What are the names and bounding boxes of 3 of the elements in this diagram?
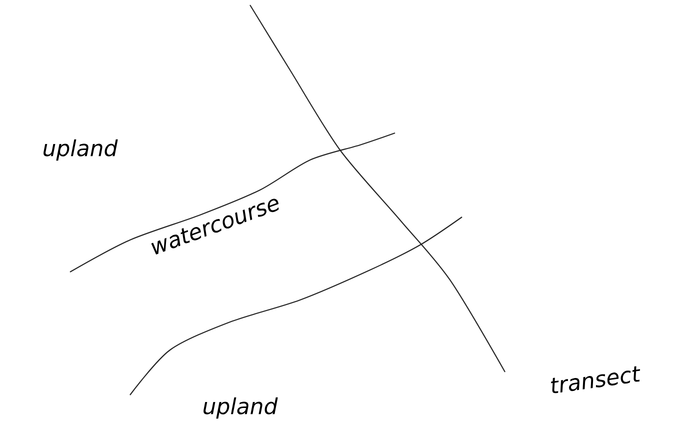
sketch-label: transect	[551, 366, 640, 394]
sketch-label: upland	[204, 397, 278, 419]
sketch-label: upland	[44, 139, 118, 161]
